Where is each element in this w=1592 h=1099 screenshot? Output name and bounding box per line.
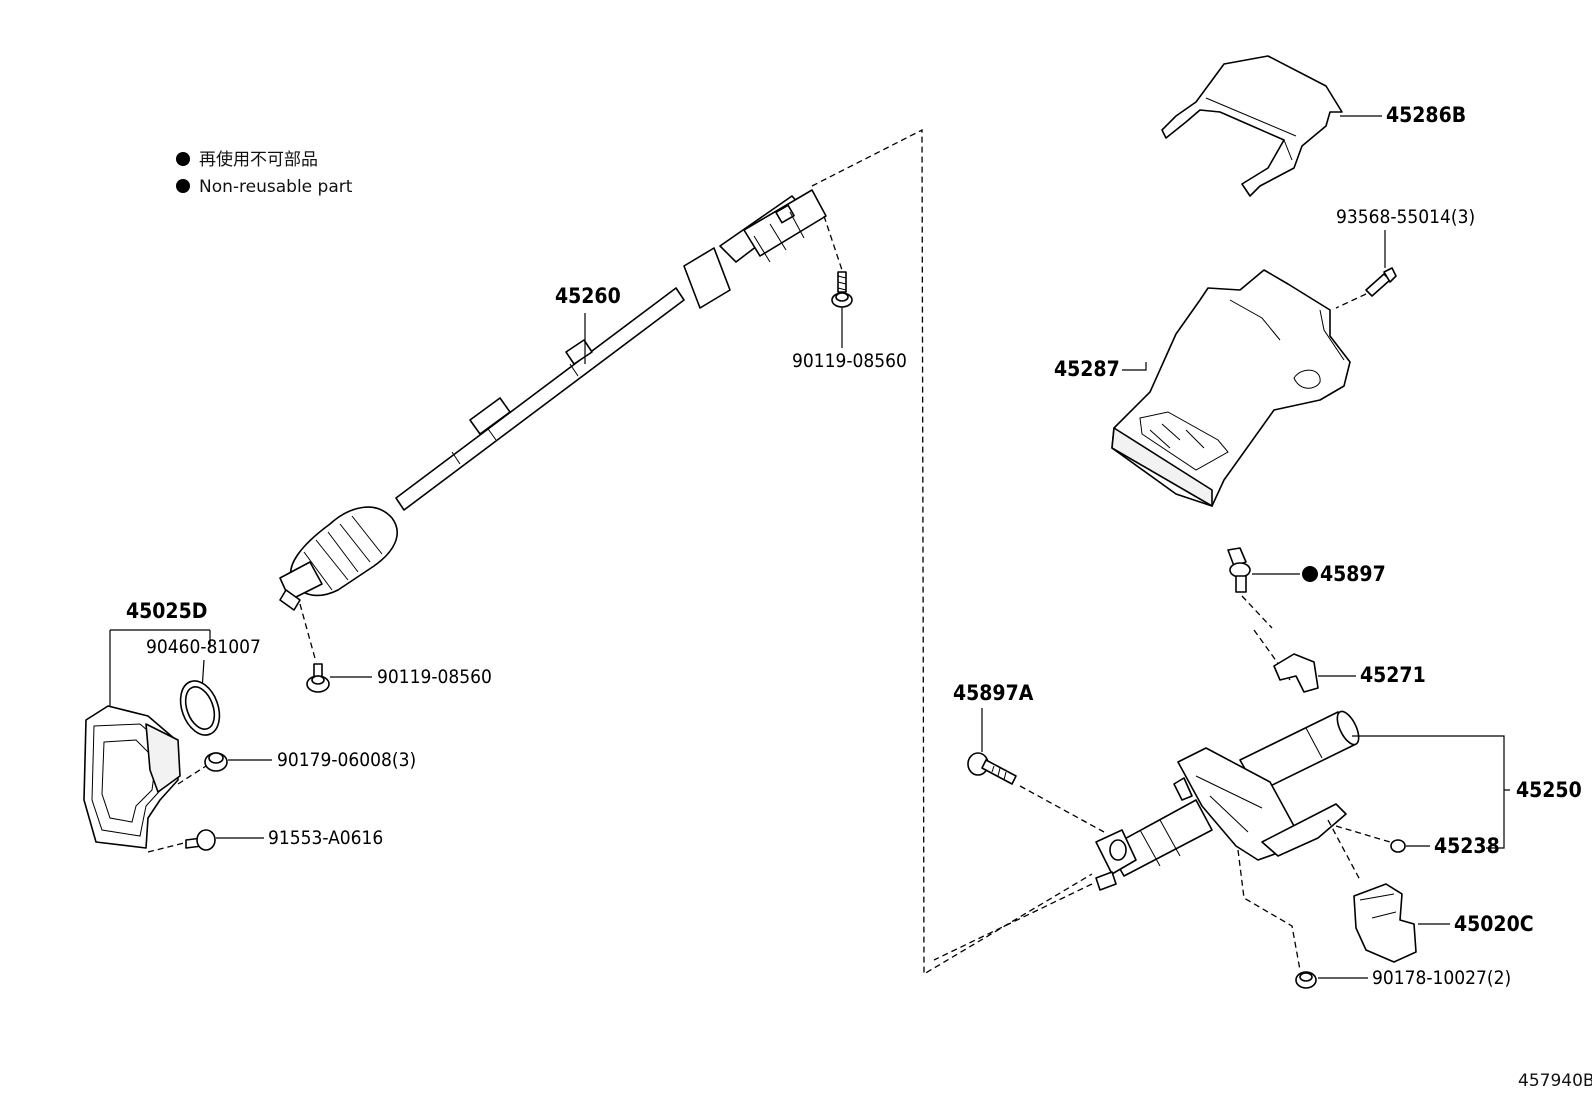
non-reusable-marker-icon	[1302, 566, 1318, 582]
legend-line-jp: 再使用不可部品	[199, 149, 318, 170]
nut-90179-icon	[204, 752, 228, 772]
label-45897A: 45897A	[953, 681, 1034, 705]
label-45260: 45260	[555, 284, 621, 308]
steering-column-assembly-45250	[1095, 710, 1360, 891]
upper-column-cover-45286B	[1161, 55, 1343, 197]
bolt-90119-top-icon	[831, 271, 853, 308]
label-45287: 45287	[1054, 357, 1120, 381]
label-90178: 90178-10027(2)	[1372, 967, 1511, 989]
label-45020C: 45020C	[1454, 912, 1534, 936]
label-45286B: 45286B	[1386, 103, 1466, 127]
nut-45238-icon	[1390, 839, 1406, 853]
label-93568: 93568-55014(3)	[1336, 206, 1475, 228]
label-45025D: 45025D	[126, 599, 207, 623]
label-90460: 90460-81007	[146, 636, 261, 658]
bolt-45897-icon	[1227, 547, 1251, 593]
seal-ring-90460-icon	[179, 680, 221, 736]
screw-91553-icon	[185, 829, 216, 851]
group-boundary-line	[811, 128, 1093, 976]
label-91553: 91553-A0616	[268, 827, 383, 849]
non-reusable-marker-icon	[176, 179, 190, 193]
diagram-id: 457940B	[1518, 1071, 1592, 1091]
legend: 再使用不可部品 Non-reusable part	[176, 149, 353, 197]
intermediate-shaft-45260	[279, 189, 827, 611]
label-90179: 90179-06008(3)	[277, 749, 416, 771]
hole-cover-45025D	[83, 705, 181, 849]
non-reusable-marker-icon	[176, 152, 190, 166]
label-90119-bottom: 90119-08560	[377, 666, 492, 688]
bolt-45897A-icon	[967, 752, 1017, 785]
bracket-45271	[1273, 653, 1319, 693]
label-45238: 45238	[1434, 834, 1500, 858]
label-45250: 45250	[1516, 778, 1582, 802]
legend-line-en: Non-reusable part	[199, 177, 353, 197]
label-45897: 45897	[1320, 562, 1386, 586]
label-90119-top: 90119-08560	[792, 350, 907, 372]
screw-93568-icon	[1365, 267, 1397, 297]
label-45271: 45271	[1360, 663, 1426, 687]
steering-lock-45020C	[1353, 883, 1417, 963]
bolt-90119-bottom-icon	[306, 663, 330, 693]
nut-90178-icon	[1295, 971, 1317, 989]
lower-column-cover-45287	[1111, 269, 1351, 507]
